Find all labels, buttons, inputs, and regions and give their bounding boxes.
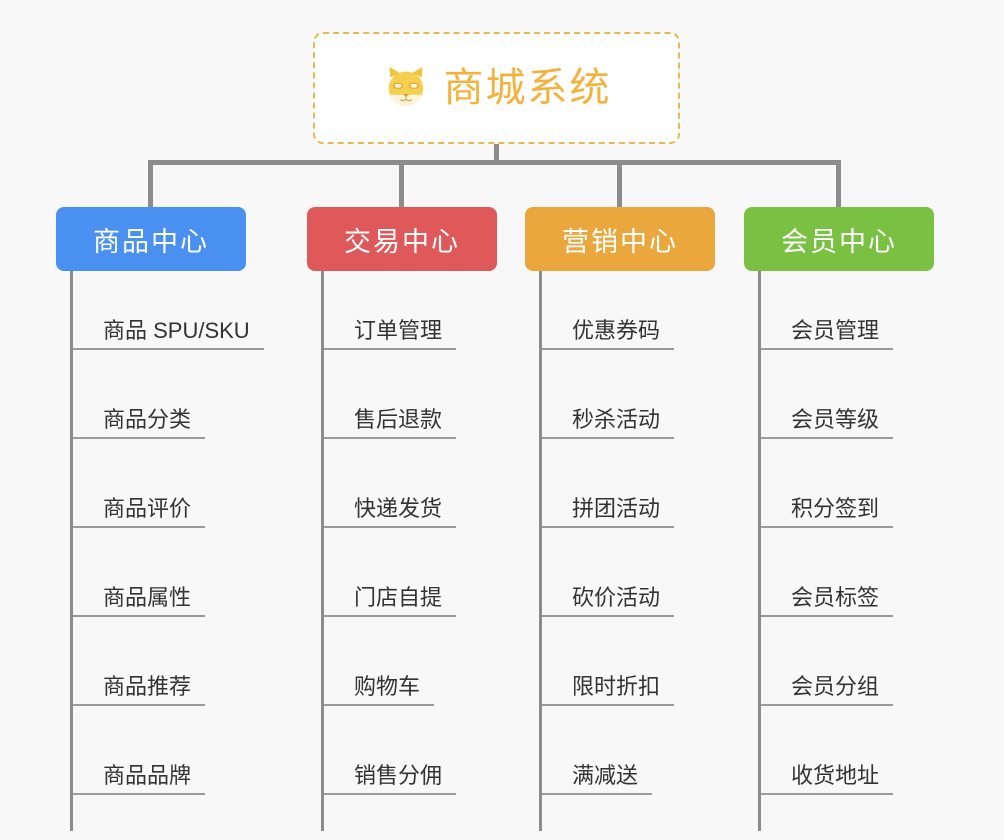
item-list-trade: 订单管理 售后退款 快递发货 门店自提 购物车 销售分佣 [321, 271, 497, 831]
item-label: 会员等级 [761, 407, 894, 439]
item-label: 商品属性 [73, 585, 206, 617]
list-item[interactable]: 秒杀活动 [542, 360, 715, 449]
item-label: 商品评价 [73, 496, 206, 528]
list-item[interactable]: 购物车 [324, 627, 497, 716]
list-item[interactable]: 会员等级 [761, 360, 934, 449]
connector-horizontal-bus [148, 160, 841, 165]
list-item[interactable]: 会员管理 [761, 271, 934, 360]
category-header-label: 营销中心 [562, 226, 678, 257]
connector-drop-2 [399, 160, 404, 208]
item-label: 会员分组 [761, 674, 894, 706]
item-label: 砍价活动 [542, 585, 675, 617]
connector-drop-4 [836, 160, 841, 208]
item-label: 快递发货 [324, 496, 457, 528]
item-list-marketing: 优惠券码 秒杀活动 拼团活动 砍价活动 限时折扣 满减送 [539, 271, 715, 831]
item-label: 门店自提 [324, 585, 457, 617]
connector-drop-1 [148, 160, 153, 208]
category-header-label: 会员中心 [781, 226, 897, 257]
item-label: 商品分类 [73, 407, 206, 439]
item-label: 商品 SPU/SKU [73, 318, 264, 350]
connector-root-stem [494, 144, 499, 164]
item-label: 购物车 [324, 674, 435, 706]
root-title: 商城系统 [443, 66, 612, 110]
category-header-marketing[interactable]: 营销中心 [525, 207, 715, 271]
item-list-product: 商品 SPU/SKU 商品分类 商品评价 商品属性 商品推荐 商品品牌 [70, 271, 264, 831]
item-label: 销售分佣 [324, 763, 457, 795]
item-label: 优惠券码 [542, 318, 675, 350]
list-item[interactable]: 商品品牌 [73, 716, 246, 805]
list-item[interactable]: 商品属性 [73, 538, 246, 627]
item-label: 会员标签 [761, 585, 894, 617]
list-item[interactable]: 收货地址 [761, 716, 934, 805]
list-item[interactable]: 优惠券码 [542, 271, 715, 360]
list-item[interactable]: 商品 SPU/SKU [73, 271, 264, 360]
category-header-label: 交易中心 [344, 226, 460, 257]
item-label: 售后退款 [324, 407, 457, 439]
item-label: 商品品牌 [73, 763, 206, 795]
category-column-member: 会员中心 会员管理 会员等级 积分签到 会员标签 会员分组 收货地址 [744, 207, 934, 831]
list-item[interactable]: 满减送 [542, 716, 715, 805]
list-item[interactable]: 拼团活动 [542, 449, 715, 538]
item-label: 商品推荐 [73, 674, 206, 706]
item-label: 满减送 [542, 763, 653, 795]
list-item[interactable]: 会员分组 [761, 627, 934, 716]
category-column-marketing: 营销中心 优惠券码 秒杀活动 拼团活动 砍价活动 限时折扣 满减送 [525, 207, 715, 831]
list-item[interactable]: 售后退款 [324, 360, 497, 449]
list-item[interactable]: 商品分类 [73, 360, 246, 449]
item-label: 拼团活动 [542, 496, 675, 528]
item-label: 订单管理 [324, 318, 457, 350]
list-item[interactable]: 商品评价 [73, 449, 246, 538]
connector-drop-3 [617, 160, 622, 208]
item-label: 秒杀活动 [542, 407, 675, 439]
category-header-label: 商品中心 [93, 226, 209, 257]
list-item[interactable]: 积分签到 [761, 449, 934, 538]
list-item[interactable]: 快递发货 [324, 449, 497, 538]
category-column-product: 商品中心 商品 SPU/SKU 商品分类 商品评价 商品属性 商品推荐 商品品牌 [56, 207, 264, 831]
list-item[interactable]: 销售分佣 [324, 716, 497, 805]
list-item[interactable]: 商品推荐 [73, 627, 246, 716]
item-label: 会员管理 [761, 318, 894, 350]
item-list-member: 会员管理 会员等级 积分签到 会员标签 会员分组 收货地址 [758, 271, 934, 831]
item-label: 收货地址 [761, 763, 894, 795]
category-header-trade[interactable]: 交易中心 [307, 207, 497, 271]
category-header-product[interactable]: 商品中心 [56, 207, 246, 271]
category-header-member[interactable]: 会员中心 [744, 207, 934, 271]
item-label: 积分签到 [761, 496, 894, 528]
category-column-trade: 交易中心 订单管理 售后退款 快递发货 门店自提 购物车 销售分佣 [307, 207, 497, 831]
shiba-dog-face-icon [382, 64, 430, 112]
list-item[interactable]: 门店自提 [324, 538, 497, 627]
list-item[interactable]: 订单管理 [324, 271, 497, 360]
list-item[interactable]: 限时折扣 [542, 627, 715, 716]
list-item[interactable]: 砍价活动 [542, 538, 715, 627]
list-item[interactable]: 会员标签 [761, 538, 934, 627]
root-node[interactable]: 商城系统 [313, 32, 680, 144]
item-label: 限时折扣 [542, 674, 675, 706]
